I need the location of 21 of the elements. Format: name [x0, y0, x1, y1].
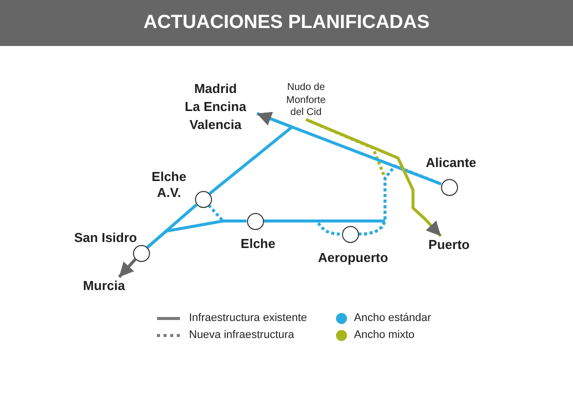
legend-label: Infraestructura existente: [189, 311, 308, 326]
station-label: Elche A.V.: [152, 169, 186, 201]
arrow: [305, 118, 442, 238]
station-label: San Isidro: [74, 230, 137, 246]
station-label: Elche: [240, 236, 276, 252]
arrow: [118, 258, 136, 278]
place-label: Nudo de Monforte del Cid: [282, 82, 330, 120]
place-label: La Encina: [184, 98, 246, 116]
place-label: Puerto: [428, 236, 470, 253]
legend-label: Nueva infraestructura: [189, 328, 294, 343]
arrow: [208, 112, 294, 195]
legend-label: Ancho estándar: [354, 311, 432, 326]
place-label: Murcia: [83, 277, 125, 294]
rail-line: [146, 220, 246, 249]
place-label: Madrid: [194, 80, 237, 98]
rail-line: [264, 220, 385, 222]
station-label: Aeropuerto: [318, 250, 388, 266]
legend-label: Ancho mixto: [354, 328, 415, 343]
title: ACTUACIONES PLANIFICADAS: [143, 11, 430, 35]
place-label: Valencia: [189, 116, 242, 134]
station-label: Alicante: [426, 155, 476, 171]
